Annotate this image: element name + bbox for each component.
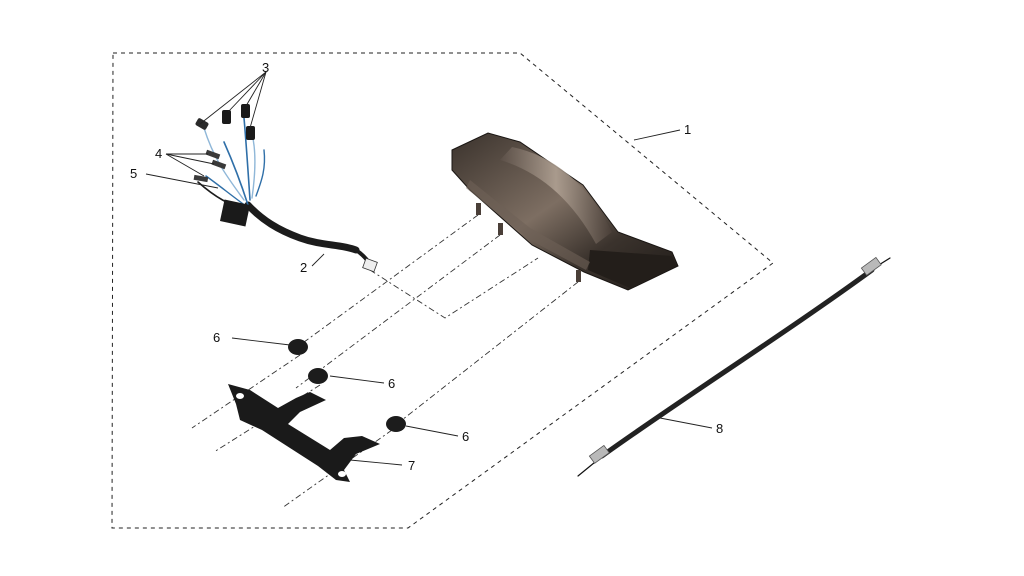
callout-8: 8 — [716, 421, 723, 436]
callout-labels: 1 2 3 4 5 6 6 6 7 8 — [130, 60, 723, 473]
grommet — [386, 416, 406, 432]
bulb-socket — [195, 118, 209, 130]
callout-1: 1 — [684, 122, 691, 137]
callout-5: 5 — [130, 166, 137, 181]
mounting-stud — [476, 203, 481, 215]
rubber-grommets — [288, 339, 406, 432]
harness-connector — [362, 257, 378, 273]
terminal — [193, 174, 209, 183]
mounting-axis-lines — [191, 214, 579, 509]
callout-2: 2 — [300, 260, 307, 275]
callout-7: 7 — [408, 458, 415, 473]
callout-4: 4 — [155, 146, 162, 161]
meter-bracket — [228, 384, 380, 482]
callout-6-middle: 6 — [388, 376, 395, 391]
terminal — [211, 159, 227, 170]
callout-3: 3 — [262, 60, 269, 75]
cable-fitting — [588, 444, 610, 464]
leader-lines — [145, 71, 713, 466]
bulb-socket — [241, 104, 250, 118]
cable-fitting — [860, 256, 882, 276]
grommet — [308, 368, 328, 384]
harness-junction-box — [219, 199, 251, 227]
bulb-socket — [246, 126, 255, 140]
wire-harness — [193, 104, 378, 273]
mounting-stud — [498, 223, 503, 235]
terminal — [205, 149, 221, 160]
speedometer-cable — [577, 256, 891, 477]
callout-6-lower: 6 — [462, 429, 469, 444]
meter-housing — [451, 132, 679, 291]
assembly-boundary — [111, 52, 774, 529]
mounting-stud — [576, 270, 581, 282]
bulb-socket — [222, 110, 231, 124]
callout-6-upper: 6 — [213, 330, 220, 345]
grommet — [288, 339, 308, 355]
